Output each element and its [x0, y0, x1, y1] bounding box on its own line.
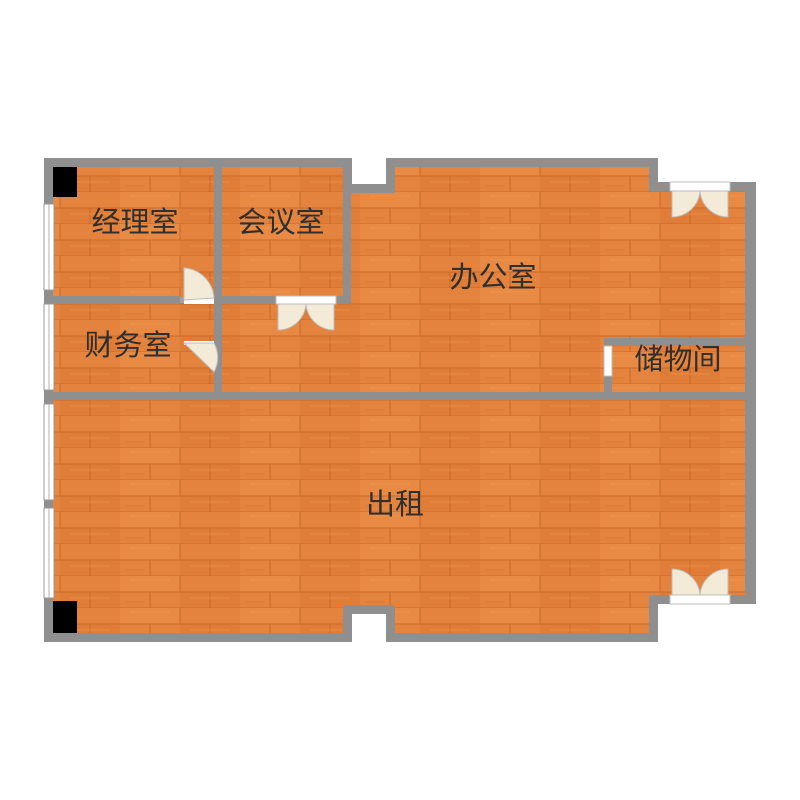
column-top-left — [53, 167, 77, 197]
door-finance — [182, 341, 219, 373]
door-storage — [603, 345, 613, 377]
room-label-storage: 储物间 — [634, 342, 721, 376]
column-bottom-left — [53, 601, 77, 633]
left-windows — [43, 203, 55, 599]
door-office-entrance — [669, 181, 731, 218]
room-label-office: 办公室 — [449, 260, 536, 294]
door-meeting — [275, 295, 337, 331]
room-label-rental: 出租 — [366, 487, 424, 521]
room-label-manager: 经理室 — [91, 205, 178, 239]
room-label-meeting: 会议室 — [237, 205, 324, 239]
door-manager — [183, 267, 215, 304]
room-label-finance: 财务室 — [84, 328, 171, 362]
door-rental-entrance — [669, 568, 731, 605]
